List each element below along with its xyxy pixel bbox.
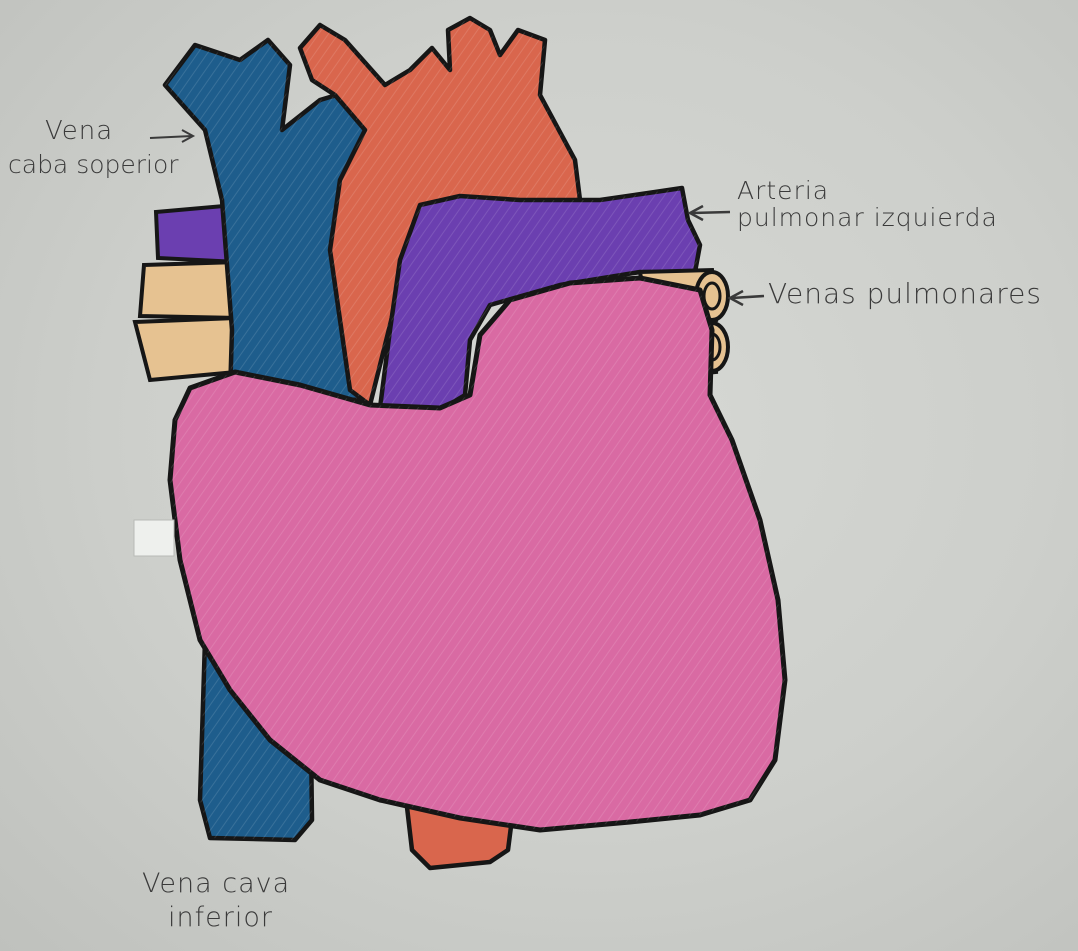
label-venas-pulmonares: Venas pulmonares	[768, 280, 1042, 308]
arrow-arteria-pulmonar	[690, 206, 730, 220]
label-vena-cava-superior-line1: Vena	[45, 118, 113, 144]
arrow-venas-pulmonares	[730, 291, 764, 305]
label-arteria-pulmonar-line1: Arteria	[737, 178, 829, 203]
arrow-vena-cava-superior	[150, 130, 193, 142]
right-pulmonary-vein-lower	[135, 318, 236, 380]
label-vena-cava-inferior-line2: inferior	[168, 904, 273, 931]
paper-tab	[134, 520, 174, 556]
label-arteria-pulmonar-line2: pulmonar izquierda	[737, 205, 998, 230]
label-vena-cava-inferior-line1: Vena cava	[142, 870, 290, 897]
label-vena-cava-superior-line2: caba soperior	[8, 152, 179, 177]
right-pulmonary-vein-upper	[140, 262, 240, 318]
